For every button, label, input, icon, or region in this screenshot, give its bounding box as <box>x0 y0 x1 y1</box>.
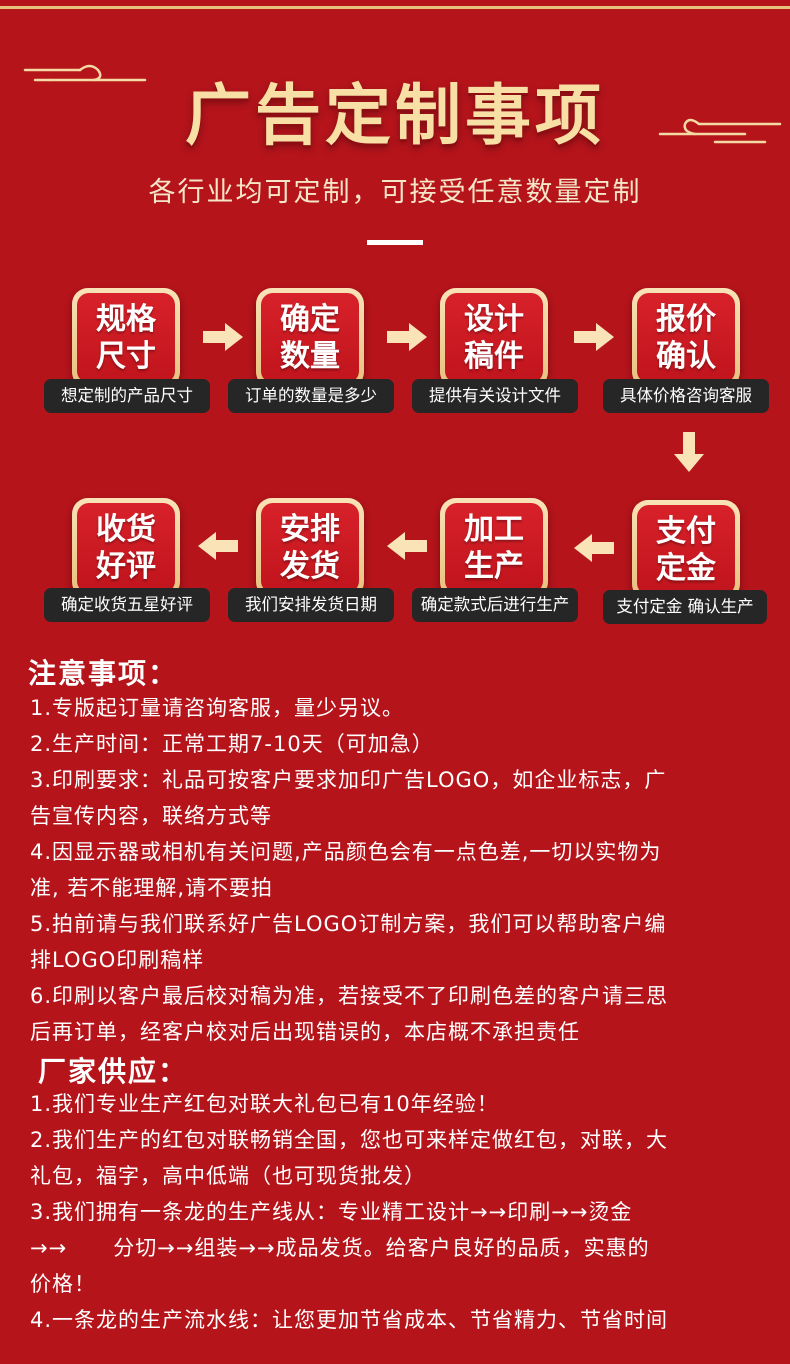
notes-line: 5.拍前请与我们联系好广告LOGO订制方案，我们可以帮助客户编 <box>30 912 667 936</box>
step-shipping: 安排 发货 <box>256 498 364 606</box>
factory-line: 价格！ <box>30 1272 96 1296</box>
cloud-ornament-right-icon <box>658 118 782 144</box>
step-review: 收货 好评 <box>72 498 180 606</box>
step-label-line2: 尺寸 <box>96 339 156 374</box>
notes-line: 准, 若不能理解,请不要拍 <box>30 876 274 900</box>
step-caption: 支付定金 确认生产 <box>603 590 767 624</box>
notes-line: 4.因显示器或相机有关问题,产品颜色会有一点色差,一切以实物为 <box>30 840 662 864</box>
step-label-line1: 收货 <box>96 512 156 547</box>
page-title: 广告定制事项 <box>185 76 605 154</box>
arrow-left-icon <box>198 532 238 560</box>
cloud-ornament-left-icon <box>23 64 147 82</box>
step-quote: 报价 确认 <box>632 288 740 396</box>
step-label-line1: 加工 <box>464 512 524 547</box>
step-label-line2: 生产 <box>464 549 524 584</box>
step-caption: 确定收货五星好评 <box>44 588 210 622</box>
notes-heading: 注意事项： <box>28 657 179 690</box>
factory-line: →→ 分切→→组装→→成品发货。给客户良好的品质，实惠的 <box>30 1236 650 1260</box>
step-caption: 确定款式后进行生产 <box>412 588 578 622</box>
notes-line: 告宣传内容，联络方式等 <box>30 804 272 828</box>
step-label-line1: 设计 <box>464 302 524 337</box>
step-quantity: 确定 数量 <box>256 288 364 396</box>
factory-line: 1.我们专业生产红包对联大礼包已有10年经验！ <box>30 1092 499 1116</box>
step-label-line1: 安排 <box>280 512 340 547</box>
notes-line: 排LOGO印刷稿样 <box>30 948 205 972</box>
step-label-line1: 支付 <box>656 514 716 549</box>
factory-line: 4.一条龙的生产流水线：让您更加节省成本、节省精力、节省时间 <box>30 1308 669 1332</box>
step-caption: 具体价格咨询客服 <box>603 379 769 413</box>
notes-line: 1.专版起订量请咨询客服，量少另议。 <box>30 696 405 720</box>
arrow-right-icon <box>203 323 243 351</box>
notes-line: 2.生产时间：正常工期7-10天（可加急） <box>30 732 434 756</box>
step-label-line2: 数量 <box>280 339 340 374</box>
factory-heading: 厂家供应： <box>38 1055 189 1088</box>
step-label-line2: 发货 <box>280 549 340 584</box>
title-divider <box>367 240 423 245</box>
step-label-line1: 确定 <box>280 302 340 337</box>
step-production: 加工 生产 <box>440 498 548 606</box>
notes-line: 后再订单，经客户校对后出现错误的，本店概不承担责任 <box>30 1020 580 1044</box>
arrow-left-icon <box>387 532 427 560</box>
step-caption: 提供有关设计文件 <box>412 379 578 413</box>
arrow-right-icon <box>574 323 614 351</box>
step-label-line1: 规格 <box>96 302 156 337</box>
factory-line: 3.我们拥有一条龙的生产线从：专业精工设计→→印刷→→烫金 <box>30 1200 633 1224</box>
page-subtitle: 各行业均可定制，可接受任意数量定制 <box>148 177 642 208</box>
step-size: 规格 尺寸 <box>72 288 180 396</box>
notes-line: 3.印刷要求：礼品可按客户要求加印广告LOGO，如企业标志，广 <box>30 768 667 792</box>
top-gold-line <box>0 6 790 9</box>
step-caption: 我们安排发货日期 <box>228 588 394 622</box>
step-label-line2: 定金 <box>656 551 716 586</box>
step-label-line2: 好评 <box>96 549 156 584</box>
factory-line: 2.我们生产的红包对联畅销全国，您也可来样定做红包，对联，大 <box>30 1128 669 1152</box>
step-caption: 订单的数量是多少 <box>228 379 394 413</box>
step-label-line1: 报价 <box>656 302 716 337</box>
arrow-right-icon <box>387 323 427 351</box>
factory-line: 礼包，福字，高中低端（也可现货批发） <box>30 1164 426 1188</box>
arrow-down-icon <box>674 432 704 472</box>
step-caption: 想定制的产品尺寸 <box>44 379 210 413</box>
notes-line: 6.印刷以客户最后校对稿为准，若接受不了印刷色差的客户请三思 <box>30 984 669 1008</box>
step-label-line2: 稿件 <box>464 339 524 374</box>
step-label-line2: 确认 <box>656 339 716 374</box>
arrow-left-icon <box>574 534 614 562</box>
step-payment: 支付 定金 <box>632 500 740 608</box>
step-design: 设计 稿件 <box>440 288 548 396</box>
